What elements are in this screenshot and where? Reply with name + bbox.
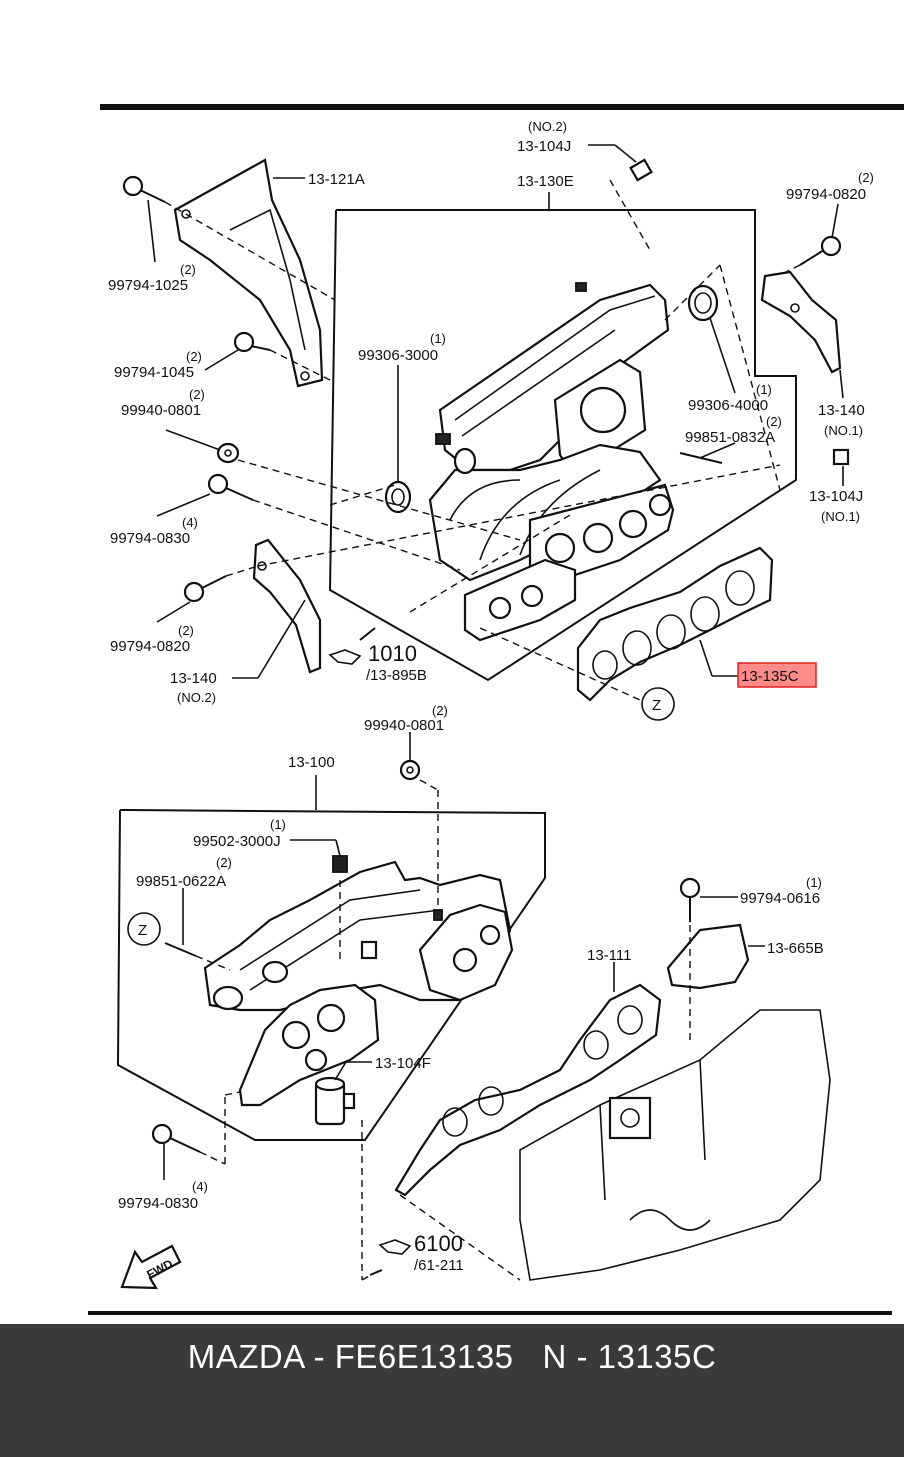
label-99306-4000: 99306-4000 [688, 397, 768, 414]
bolt-99794-1025 [122, 175, 166, 203]
label-99794-0830-bot: 99794-0830 [118, 1195, 198, 1212]
fwd-arrow [120, 1244, 182, 1290]
z-ref-circle-top [641, 687, 675, 721]
label-99502-3000J: 99502-3000J [193, 833, 281, 850]
highlight-box-13-135C [737, 662, 817, 688]
top-rule [100, 104, 904, 110]
cylinder-head [519, 1009, 831, 1281]
label-99794-0820-left: 99794-0820 [110, 638, 190, 655]
dowel-13-104J-no2 [629, 158, 653, 182]
bracket-13-140-no1 [760, 270, 842, 374]
label-13-104J-no1-sub: (NO.1) [821, 509, 860, 524]
label-99502-3000J-qty: (1) [270, 817, 286, 832]
label-13-104J-no1: 13-104J [809, 488, 863, 505]
label-13-121A: 13-121A [308, 171, 365, 188]
label-99794-0830-top-qty: (4) [182, 515, 198, 530]
bolt-99794-0830-bot [151, 1123, 201, 1153]
footer-part-number: MAZDA - FE6E13135 N - 13135C [187, 1338, 717, 1375]
leader-lines-upper [147, 144, 844, 679]
label-13-895B: /13-895B [366, 667, 427, 684]
label-99940-0801-top: 99940-0801 [121, 402, 201, 419]
label-99794-1045-qty: (2) [186, 349, 202, 364]
label-99306-3000: 99306-3000 [358, 347, 438, 364]
plug-99502-3000J [332, 855, 348, 873]
sensor-13-104F [314, 1076, 356, 1126]
leader-lines-lower [163, 732, 765, 1180]
label-13-104J-no2: 13-104J [517, 138, 571, 155]
label-13-140-no2-sub: (NO.2) [177, 690, 216, 705]
label-99794-0830-bot-qty: (4) [192, 1179, 208, 1194]
label-99940-0801-mid: 99940-0801 [364, 717, 444, 734]
arrow-6100 [369, 1269, 383, 1276]
bracket-13-665B [666, 923, 750, 990]
exploded-parts-diagram: (NO.2) 13-104J 13-130E 13-121A (2) 99794… [88, 104, 904, 1315]
bolt-99794-0820-left [183, 575, 227, 603]
label-99794-0820-top-qty: (2) [858, 170, 874, 185]
label-13-100: 13-100 [288, 754, 335, 771]
label-13-135C: 13-135C [741, 668, 799, 685]
stud-99851-0622A [164, 942, 197, 957]
label-99794-0616-qty: (1) [806, 875, 822, 890]
z-ref-circle-bottom [127, 912, 161, 946]
label-99794-0830-top: 99794-0830 [110, 530, 190, 547]
label-13-140-no2: 13-140 [170, 670, 217, 687]
label-99794-1045: 99794-1045 [114, 364, 194, 381]
lower-intake-manifold [203, 860, 514, 1107]
arrow-1010 [359, 627, 376, 641]
label-99851-0622A-qty: (2) [216, 855, 232, 870]
label-99851-0832A: 99851-0832A [685, 429, 775, 446]
bolt-99794-0820-top [799, 235, 842, 266]
bolt-99794-1045 [233, 331, 271, 353]
label-99306-3000-qty: (1) [430, 331, 446, 346]
footer-bar: MAZDA - FE6E13135 N - 13135C [0, 1324, 904, 1457]
reference-pointer-1010 [328, 649, 362, 665]
label-z-bottom: Z [138, 922, 147, 939]
label-1010: 1010 [368, 641, 417, 666]
label-99940-0801-mid-qty: (2) [432, 703, 448, 718]
upper-intake-manifold [428, 282, 675, 642]
label-z-top: Z [652, 697, 661, 714]
label-6100: 6100 [414, 1231, 463, 1256]
group-outline-13-130E [328, 209, 797, 682]
label-99794-0820-left-qty: (2) [178, 623, 194, 638]
dowel-13-104J-no1 [832, 448, 850, 466]
bracket-13-121A [173, 158, 324, 388]
label-99794-1025: 99794-1025 [108, 277, 188, 294]
gasket-13-135C [576, 546, 774, 702]
group-outline-13-100 [116, 809, 546, 1141]
label-99794-0616: 99794-0616 [740, 890, 820, 907]
bottom-rule [88, 1311, 892, 1315]
label-13-665B: 13-665B [767, 940, 824, 957]
label-13-104F: 13-104F [375, 1055, 431, 1072]
nut-99940-0801-mid [399, 759, 421, 781]
label-99794-0820-top: 99794-0820 [786, 186, 866, 203]
label-13-130E: 13-130E [517, 173, 574, 190]
bolt-99794-0616 [679, 877, 701, 922]
label-99306-4000-qty: (1) [756, 382, 772, 397]
label-13-104J-no2-qty: (NO.2) [528, 119, 567, 134]
bolt-99794-0830-top [207, 473, 254, 501]
o-ring-99306-4000 [687, 284, 719, 322]
label-99851-0622A: 99851-0622A [136, 873, 226, 890]
label-61-211: /61-211 [414, 1257, 464, 1274]
label-13-111: 13-111 [587, 947, 631, 964]
label-13-140-no1: 13-140 [818, 402, 865, 419]
label-99940-0801-top-qty: (2) [189, 387, 205, 402]
label-99794-1025-qty: (2) [180, 262, 196, 277]
label-13-140-no1-sub: (NO.1) [824, 423, 863, 438]
label-99851-0832A-qty: (2) [766, 414, 782, 429]
reference-pointer-6100 [378, 1239, 412, 1255]
gasket-13-111 [394, 983, 662, 1197]
nut-99940-0801-top [216, 442, 240, 464]
assembly-lines-upper [164, 179, 801, 701]
